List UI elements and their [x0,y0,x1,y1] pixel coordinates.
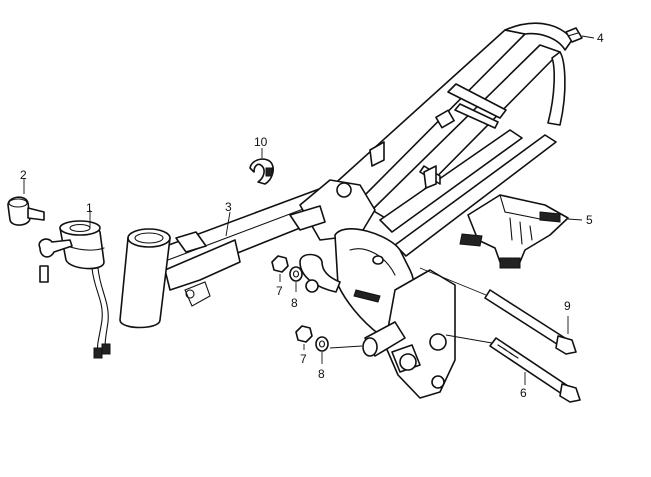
nut-washer-upper [271,255,303,292]
ignition-switch-part [38,210,111,359]
end-cap-part [565,27,595,43]
callout-8-lower: 8 [318,367,325,381]
callout-7-lower: 7 [300,352,307,366]
callout-8-upper: 8 [291,296,298,310]
callout-5: 5 [586,213,593,227]
callout-10: 10 [254,135,268,149]
callout-1: 1 [86,201,93,215]
callout-9: 9 [564,299,571,313]
callout-7-upper: 7 [276,284,283,298]
bracket-part [459,194,583,269]
callout-4: 4 [597,31,604,45]
callout-3: 3 [225,200,232,214]
clip-part [249,148,274,185]
frame-body [119,22,573,399]
callout-2: 2 [20,168,27,182]
nut-washer-lower [295,325,363,364]
key-cap-part [7,178,45,226]
callout-6: 6 [520,386,527,400]
bolt-6-part [445,334,581,403]
bolt-9-part [419,267,577,355]
